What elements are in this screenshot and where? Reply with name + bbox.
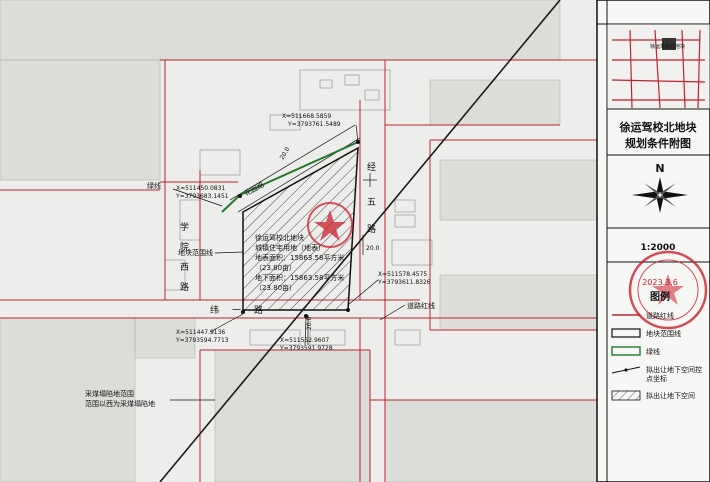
stamp-date: 2023.3.6 xyxy=(642,278,678,287)
road-xueyuan-1: 学 xyxy=(180,221,189,233)
legend-label-1: 地块范围线 xyxy=(646,329,681,338)
parcel-area-under-mu: （23.80亩） xyxy=(255,283,296,292)
dimension-marks xyxy=(307,173,377,345)
mining-boundary-line xyxy=(159,0,561,482)
road-xueyuan-3: 西 xyxy=(180,262,189,273)
road-xueyuan-2: 院 xyxy=(180,241,189,253)
legend-label-4: 点坐标 xyxy=(646,374,667,383)
road-xueyuan-4: 路 xyxy=(180,281,189,293)
legend-symbols xyxy=(611,314,641,401)
callout-green-line: 绿线 xyxy=(147,181,161,190)
coord-4-x: X=511552.9607 xyxy=(280,337,329,344)
coord-4-y: Y=3793591.9728 xyxy=(279,345,333,352)
callout-mining-2: 范围以西为采煤塌陷地 xyxy=(85,399,155,408)
road-jingwu-2: 五 xyxy=(367,198,376,208)
panel-title-line1: 徐运驾校北地块 xyxy=(619,120,698,134)
coord-2-y: Y=3793611.8326 xyxy=(377,279,431,286)
legend-stamp xyxy=(628,250,708,330)
coord-3-y: Y=3793594.7713 xyxy=(175,337,229,344)
parcel-area-under: 地下面积：15863.58平方米 xyxy=(255,273,344,282)
panel-title-line2: 规划条件附图 xyxy=(625,136,691,150)
coord-3-x: X=511447.9136 xyxy=(176,329,225,336)
legend-label-3: 拟出让地下空间控 xyxy=(646,365,702,374)
legend-panel xyxy=(596,0,710,482)
parcel-area-surface: 地表面积：15863.58平方米 xyxy=(255,253,344,262)
leader-lines xyxy=(170,124,406,401)
inset-map xyxy=(606,23,710,110)
callout-mining-1: 采煤塌陷地范围 xyxy=(85,389,134,398)
legend-label-2: 绿线 xyxy=(646,347,660,356)
coord-0-y: Y=3793761.5489 xyxy=(287,121,341,128)
road-jingwu-1: 经 xyxy=(367,161,376,173)
official-stamp xyxy=(307,202,353,248)
parcel-area-surface-mu: （23.80亩） xyxy=(255,263,296,272)
parcel-name-1: 徐运驾校北地块 xyxy=(255,233,304,242)
coord-2-x: X=511578.4575 xyxy=(378,271,427,278)
parcel-name-2: 城镇住宅用地（地表） xyxy=(255,243,325,252)
road-jingwu-3: 路 xyxy=(367,223,376,235)
road-weiyi-1: 纬 xyxy=(210,304,219,316)
legend-title: 图例 xyxy=(650,290,670,303)
legend-boundary-swatch xyxy=(611,328,641,338)
dim-east: 20.0 xyxy=(366,245,380,252)
inset-site-marker xyxy=(662,38,676,50)
inset-roads xyxy=(611,29,706,109)
legend-label-5: 拟出让地下空间 xyxy=(646,391,695,400)
inset-label: 徐运驾校北地块 xyxy=(650,43,685,50)
legend-label-0: 道路红线 xyxy=(646,311,674,320)
coord-0-x: X=511668.5859 xyxy=(282,113,331,120)
callout-parcel-boundary: 地块范围线 xyxy=(178,248,213,257)
road-weiyi-2: 一 xyxy=(232,306,241,316)
north-arrow-icon xyxy=(632,177,688,213)
callout-road-red-line: 道路红线 xyxy=(407,301,435,310)
legend-underground-swatch xyxy=(611,390,641,401)
road-weiyi-3: 路 xyxy=(254,304,263,316)
grey-blocks xyxy=(0,0,598,482)
coord-1-y: Y=3793683.1451 xyxy=(175,193,229,200)
coord-1-x: X=511450.0831 xyxy=(176,185,225,192)
scale-label: 1:2000 xyxy=(641,243,676,253)
legend-green-swatch xyxy=(611,346,641,356)
road-red-lines xyxy=(0,59,597,482)
north-label: N xyxy=(655,162,664,175)
dim-south: 20.0 xyxy=(306,316,313,330)
